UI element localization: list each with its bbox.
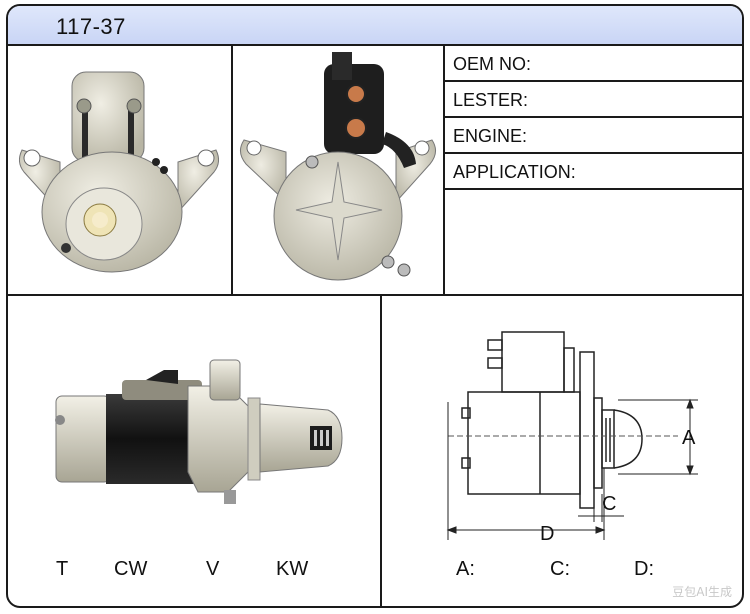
starter-side-view-photo [55, 359, 343, 504]
label-cw: CW [114, 558, 148, 580]
divider-photos-left [231, 46, 233, 295]
label-kw: KW [276, 558, 309, 580]
dimension-c-marker: C [602, 493, 616, 515]
lester-label: LESTER: [453, 90, 529, 110]
part-number-title: 117-37 [56, 14, 126, 39]
watermark-text: 豆包AI生成 [672, 585, 732, 599]
product-sheet: 117-37 OEM NO: LESTER: ENGINE: APPLICATI… [6, 4, 744, 608]
dimension-diagram: A C D [446, 331, 698, 545]
dimension-a-value-label: A: [456, 558, 475, 580]
dimension-d-marker: D [540, 523, 554, 545]
divider-photos-right [443, 46, 445, 295]
application-label: APPLICATION: [453, 162, 576, 182]
label-t: T [56, 558, 69, 580]
title-bar: 117-37 [8, 6, 742, 46]
label-v: V [206, 558, 220, 580]
divider-top-row-bottom [8, 294, 742, 296]
dimension-d-value-label: D: [634, 558, 654, 580]
oem-no-label: OEM NO: [453, 54, 532, 74]
dimension-a-marker: A [682, 427, 696, 449]
dimension-c-value-label: C: [550, 558, 570, 580]
spec-row-lester: LESTER: [445, 82, 742, 118]
spec-row-oem: OEM NO: [445, 46, 742, 82]
spec-row-application: APPLICATION: [445, 154, 742, 190]
engine-label: ENGINE: [453, 126, 528, 146]
divider-bottom-middle [380, 295, 382, 606]
starter-rear-view-photo [240, 52, 436, 281]
starter-front-view-photo [18, 71, 220, 273]
spec-row-engine: ENGINE: [445, 118, 742, 154]
